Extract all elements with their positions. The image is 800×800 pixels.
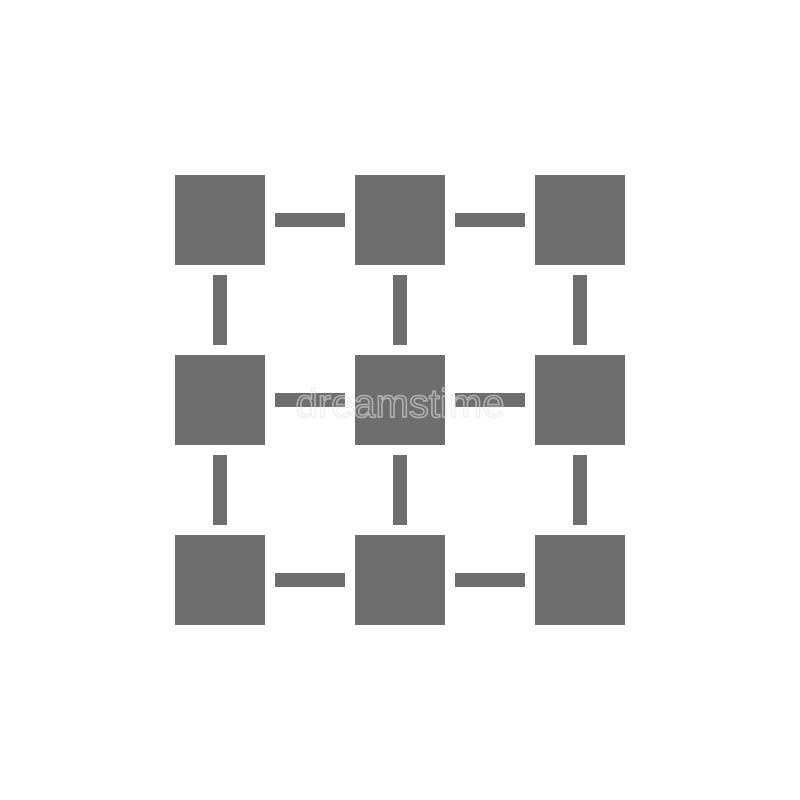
- vertical-connector: [213, 275, 227, 345]
- horizontal-connector: [275, 573, 345, 587]
- vertical-connector: [213, 455, 227, 525]
- horizontal-connector: [455, 213, 525, 227]
- horizontal-connector: [275, 393, 345, 407]
- grid-node: [535, 175, 625, 265]
- horizontal-connector: [275, 213, 345, 227]
- vertical-connector: [393, 455, 407, 525]
- vertical-connector: [573, 455, 587, 525]
- grid-node: [355, 355, 445, 445]
- grid-node: [535, 355, 625, 445]
- grid-node: [535, 535, 625, 625]
- horizontal-connector: [455, 393, 525, 407]
- vertical-connector: [393, 275, 407, 345]
- grid-node: [355, 535, 445, 625]
- grid-node: [355, 175, 445, 265]
- grid-node: [175, 175, 265, 265]
- grid-node: [175, 535, 265, 625]
- grid-node: [175, 355, 265, 445]
- horizontal-connector: [455, 573, 525, 587]
- vertical-connector: [573, 275, 587, 345]
